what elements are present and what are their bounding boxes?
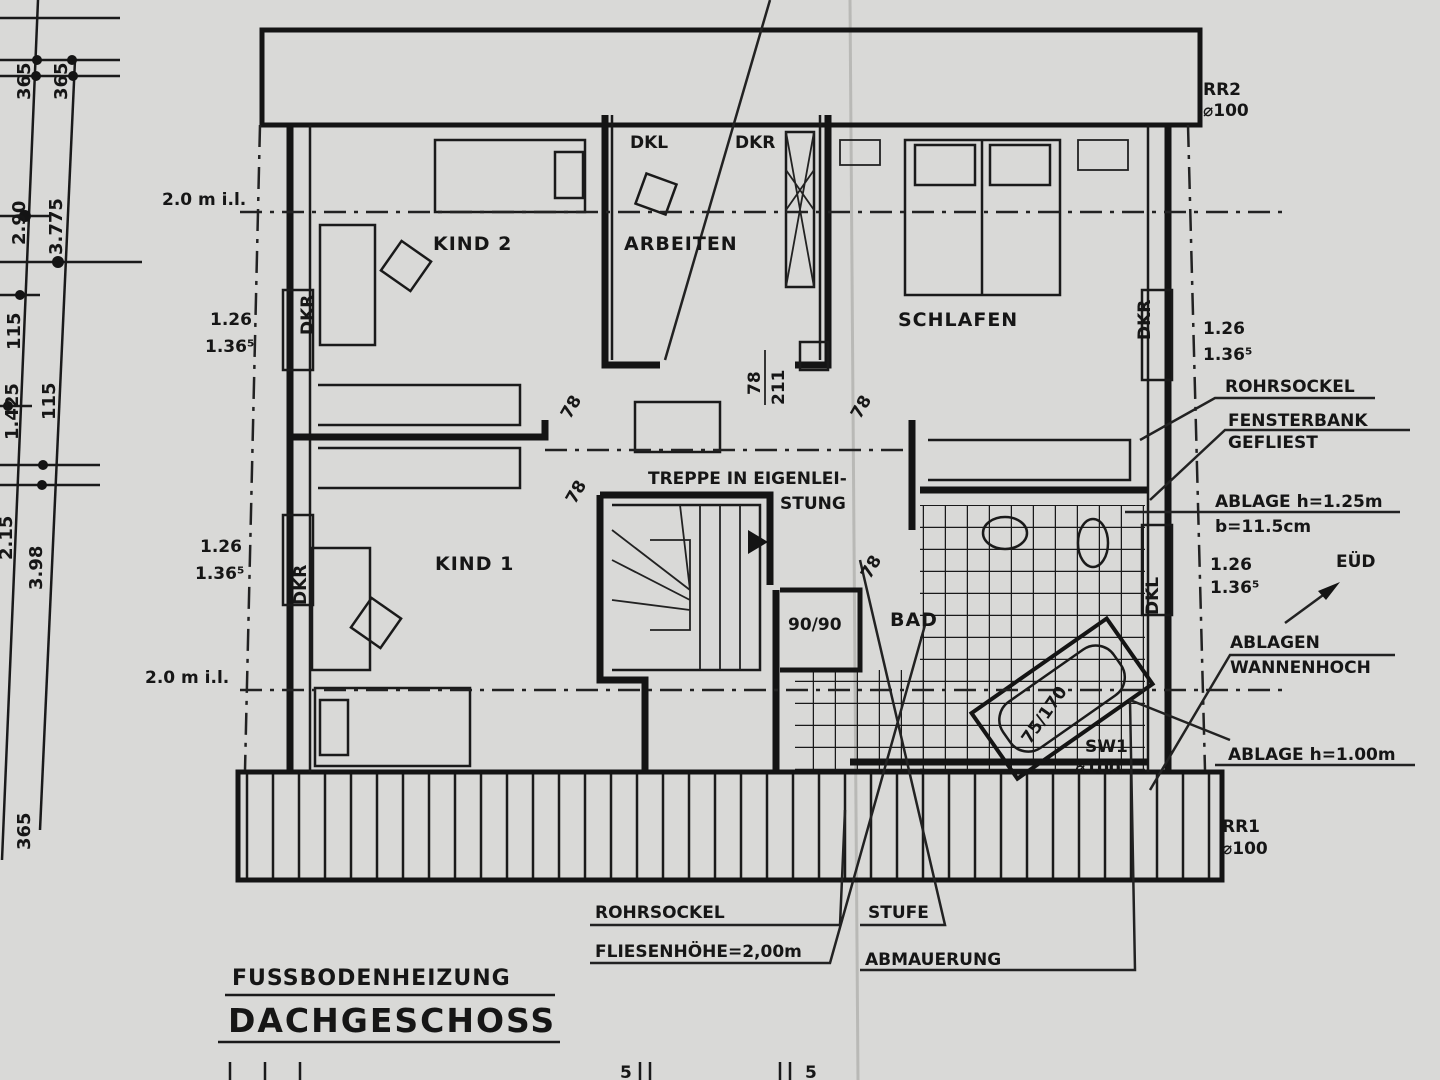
inner-height-top: 2.0 m i.l.	[162, 190, 246, 210]
chair-arbeiten	[633, 171, 679, 217]
rr1-diameter: ⌀100	[1222, 839, 1268, 859]
walls	[281, 115, 1174, 772]
window-dkl: DKL	[630, 133, 668, 153]
door-width-bad: 78	[857, 552, 886, 583]
room-bad: BAD	[890, 609, 938, 631]
bottom-dimension-ticks	[228, 1062, 792, 1080]
furniture	[310, 138, 1156, 782]
sill-right-b: 1.36⁵	[1203, 345, 1252, 365]
room-arbeiten: ARBEITEN	[624, 233, 738, 255]
note-fensterbank: FENSTERBANK	[1228, 411, 1368, 431]
leader-lines	[590, 0, 1415, 972]
sill-bot-a: 1.26	[200, 537, 242, 557]
rr2-label: RR2	[1203, 80, 1241, 100]
window-dkl-bad: DKL	[1143, 577, 1163, 615]
sill-top-b: 1.36⁵	[205, 337, 254, 357]
door-width-schlafen: 78	[847, 392, 876, 423]
shower-tiles	[795, 670, 925, 770]
note-stufe: STUFE	[868, 903, 929, 923]
dim-290: 2.90	[9, 201, 30, 245]
axis-lines	[240, 124, 1290, 771]
door-width-arbeiten: 78	[745, 371, 765, 395]
window-dkr-schlafen: DKR	[1135, 300, 1155, 340]
stair-note-2: STUNG	[780, 494, 846, 514]
dim-365b: 365	[51, 62, 72, 100]
sink	[981, 515, 1029, 551]
note-wannenhoch: WANNENHOCH	[1230, 658, 1371, 678]
roof-bottom	[235, 769, 1225, 883]
sill-right-a: 1.26	[1203, 319, 1245, 339]
arrow-icon	[1318, 582, 1340, 600]
sill-right2-a: 1.26	[1210, 555, 1252, 575]
sill-top-a: 1.26	[210, 310, 252, 330]
room-kind2: KIND 2	[433, 233, 512, 255]
plan-subtitle: FUSSBODENHEIZUNG	[232, 966, 511, 991]
door-height-arbeiten: 211	[769, 370, 789, 406]
dim-365a: 365	[14, 62, 35, 100]
dim-115b: 115	[39, 382, 60, 420]
left-dimension-chain	[0, 0, 142, 861]
dim-3775: 3.775	[46, 198, 67, 255]
note-rohrsockel-bottom: ROHRSOCKEL	[595, 903, 725, 923]
dim-365c: 365	[14, 812, 35, 850]
sill-bot-b: 1.36⁵	[195, 564, 244, 584]
room-schlafen: SCHLAFEN	[898, 309, 1018, 331]
window-dkr-kind1: DKR	[291, 565, 311, 605]
sill-right2-b: 1.36⁵	[1210, 578, 1259, 598]
window-dkr-arbeiten: DKR	[735, 133, 775, 153]
dim-398: 3.98	[26, 546, 47, 590]
paper-fold	[848, 0, 860, 1080]
desk-kind1	[310, 546, 372, 672]
note-eud: EÜD	[1336, 550, 1376, 572]
dim-115a: 115	[4, 312, 25, 350]
roof-top	[259, 27, 1203, 128]
toilet	[1076, 517, 1110, 569]
chair-kind1	[349, 596, 403, 650]
note-ablagen: ABLAGEN	[1230, 633, 1320, 653]
stair-note-1: TREPPE IN EIGENLEI-	[648, 469, 847, 489]
dim-215: 2.15	[0, 516, 17, 560]
dim-1425: 1.425	[2, 383, 23, 440]
sw1-label: SW1	[1085, 737, 1128, 757]
door-width-kind2: 78	[557, 392, 586, 423]
room-kind1: KIND 1	[435, 553, 514, 575]
door-width-kind1: 78	[562, 477, 591, 508]
landing-box	[633, 400, 722, 454]
inner-height-bottom: 2.0 m i.l.	[145, 668, 229, 688]
rr1-label: RR1	[1222, 817, 1260, 837]
bed-kind1	[313, 686, 472, 768]
note-fliesenhoehe: FLIESENHÖHE=2,00m	[595, 940, 802, 962]
rr2-diameter: ⌀100	[1203, 101, 1249, 121]
window-dkr-kind2: DKR	[298, 295, 318, 335]
sw1-diameter: ⌀100	[1075, 759, 1121, 779]
plan-title: DACHGESCHOSS	[228, 1001, 556, 1040]
note-gefliest: GEFLIEST	[1228, 433, 1318, 453]
shower-size: 90/90	[788, 615, 842, 635]
bottom-dim-a: 5	[620, 1063, 632, 1080]
note-rohrsockel: ROHRSOCKEL	[1225, 377, 1355, 397]
note-ablage-100: ABLAGE h=1.00m	[1228, 745, 1396, 765]
bathtub	[968, 615, 1156, 782]
note-ablage-125: ABLAGE h=1.25m	[1215, 492, 1383, 512]
desk-kind2	[318, 223, 377, 347]
note-abmauerung: ABMAUERUNG	[865, 950, 1001, 970]
chair-kind2	[379, 239, 433, 293]
bottom-dim-b: 5	[805, 1063, 817, 1080]
note-b115: b=11.5cm	[1215, 517, 1311, 537]
